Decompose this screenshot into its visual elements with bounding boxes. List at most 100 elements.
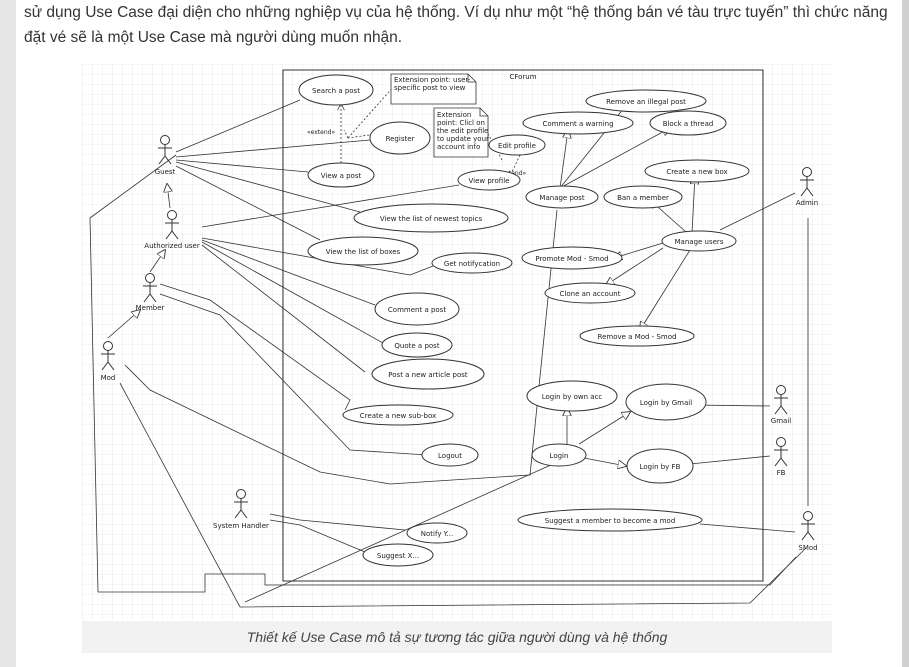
uc-register[interactable] <box>369 121 431 155</box>
uc-label-new-subbox: Create a new sub-box <box>360 412 436 420</box>
note2-line2: point: Clicl on <box>437 119 485 127</box>
figure-caption: Thiết kế Use Case mô tả sự tương tác giữ… <box>246 629 668 645</box>
system-boundary <box>282 69 764 582</box>
uc-edit-profile[interactable] <box>488 134 546 156</box>
extend-label-1: «extend» <box>307 129 335 136</box>
uc-label-suggest: Suggest X... <box>377 552 419 560</box>
uc-login[interactable] <box>531 443 587 467</box>
actor-guest-figure <box>158 135 172 165</box>
uc-view-post[interactable] <box>307 162 375 188</box>
uc-label-get-notify: Get notifycation <box>444 260 500 268</box>
generalizations <box>107 103 695 466</box>
associations <box>89 99 809 608</box>
actor-label-smod: SMod <box>798 544 817 552</box>
actor-label-system-handler: System Handler <box>213 522 269 530</box>
uc-remove-mod[interactable] <box>579 325 695 347</box>
uc-label-suggest-mod: Suggest a member to become a mod <box>545 517 676 525</box>
actor-label-gmail: Gmail <box>771 417 791 425</box>
uc-label-login-gmail: Login by Gmail <box>640 399 692 407</box>
uc-comment-warning[interactable] <box>522 111 634 135</box>
uc-label-login: Login <box>550 452 569 460</box>
uc-label-manage-post: Manage post <box>539 194 584 202</box>
uc-remove-illegal[interactable] <box>585 89 707 113</box>
uc-label-quote-post: Quote a post <box>394 342 439 350</box>
uc-label-create-box: Create a new box <box>666 168 727 176</box>
note1-line2: specific post to view <box>394 84 466 92</box>
uc-manage-users[interactable] <box>661 230 737 252</box>
uc-manage-post[interactable] <box>525 185 599 209</box>
actor-authorized-user-figure <box>165 210 179 240</box>
actor-label-fb: FB <box>777 469 786 477</box>
intro-paragraph: sử dụng Use Case đại diện cho những nghi… <box>24 4 888 46</box>
actor-fb-figure <box>774 437 788 467</box>
system-name: CForum <box>509 73 536 81</box>
actor-labels: Guest Authorized user Member Mod System … <box>101 168 819 552</box>
uc-newest-topics[interactable] <box>353 203 509 233</box>
uc-label-newest-topics: View the list of newest topics <box>380 215 483 223</box>
actor-member-figure <box>143 273 157 303</box>
uc-label-register: Register <box>386 135 415 143</box>
actor-system-handler-figure <box>234 489 248 519</box>
uc-label-promote: Promote Mod - Smod <box>535 255 608 263</box>
actor-figures <box>101 135 815 541</box>
note2-line1: Extension <box>437 111 471 119</box>
use-case-labels: Search a post Register View a post View … <box>312 87 728 560</box>
actor-label-admin: Admin <box>796 199 818 207</box>
uc-label-clone-account: Clone an account <box>560 290 621 298</box>
actor-label-mod: Mod <box>101 374 116 382</box>
use-case-diagram: CForum <box>82 64 832 620</box>
uc-login-own[interactable] <box>526 380 618 412</box>
uc-label-list-boxes: View the list of boxes <box>326 248 401 256</box>
uc-logout[interactable] <box>421 443 479 467</box>
uc-label-notify: Notify Y... <box>421 530 453 538</box>
uc-login-gmail[interactable] <box>625 383 707 421</box>
uc-clone-account[interactable] <box>544 282 636 304</box>
note2-line3: the edit profile <box>437 127 489 135</box>
uc-suggest[interactable] <box>362 543 434 567</box>
uc-view-profile[interactable] <box>457 169 521 191</box>
uc-label-search-post: Search a post <box>312 87 360 95</box>
uc-quote-post[interactable] <box>381 332 453 358</box>
uc-label-new-article: Post a new article post <box>388 371 468 379</box>
uc-label-ban-member: Ban a member <box>617 194 669 202</box>
uc-label-comment-post: Comment a post <box>388 306 446 314</box>
use-case-figure: CForum <box>82 64 832 620</box>
note1-line1: Extension point: user- <box>394 76 471 84</box>
actor-label-authorized-user: Authorized user <box>144 242 200 250</box>
uc-label-comment-warning: Comment a warning <box>542 120 613 128</box>
actor-label-member: Member <box>136 304 165 312</box>
note-extension-1: Extension point: user- specific post to … <box>390 73 477 105</box>
uc-notify[interactable] <box>406 522 468 544</box>
uc-get-notify[interactable] <box>431 252 513 274</box>
uc-label-view-profile: View profile <box>469 177 510 185</box>
note2-line4: to update your <box>437 135 489 143</box>
uc-label-view-post: View a post <box>321 172 362 180</box>
actor-gmail-figure <box>774 385 788 415</box>
scrollbar-track[interactable] <box>902 0 909 667</box>
actor-label-guest: Guest <box>155 168 176 176</box>
actor-smod-figure <box>801 511 815 541</box>
uc-create-box[interactable] <box>644 159 750 183</box>
uc-ban-member[interactable] <box>603 185 683 209</box>
uc-login-fb[interactable] <box>626 448 694 484</box>
uc-label-logout: Logout <box>438 452 462 460</box>
uc-suggest-mod[interactable] <box>517 508 703 532</box>
uc-new-article[interactable] <box>371 358 485 390</box>
uc-block-thread[interactable] <box>649 110 727 136</box>
uc-label-login-fb: Login by FB <box>640 463 681 471</box>
uc-new-subbox[interactable] <box>342 404 454 426</box>
note2-line5: account info <box>437 143 480 151</box>
uc-label-manage-users: Manage users <box>675 238 724 246</box>
uc-list-boxes[interactable] <box>307 236 419 266</box>
uc-label-remove-illegal: Remove an illegal post <box>606 98 686 106</box>
note-extension-2: Extension point: Clicl on the edit profi… <box>433 107 489 158</box>
use-case-ellipses <box>298 74 750 567</box>
uc-search-post[interactable] <box>298 74 374 106</box>
figure-caption-bar: Thiết kế Use Case mô tả sự tương tác giữ… <box>82 621 832 653</box>
uc-promote[interactable] <box>521 246 623 270</box>
uc-comment-post[interactable] <box>374 292 460 326</box>
uc-label-login-own: Login by own acc <box>542 393 603 401</box>
uc-label-edit-profile: Edit profile <box>498 142 536 150</box>
uc-label-block-thread: Block a thread <box>663 120 714 128</box>
